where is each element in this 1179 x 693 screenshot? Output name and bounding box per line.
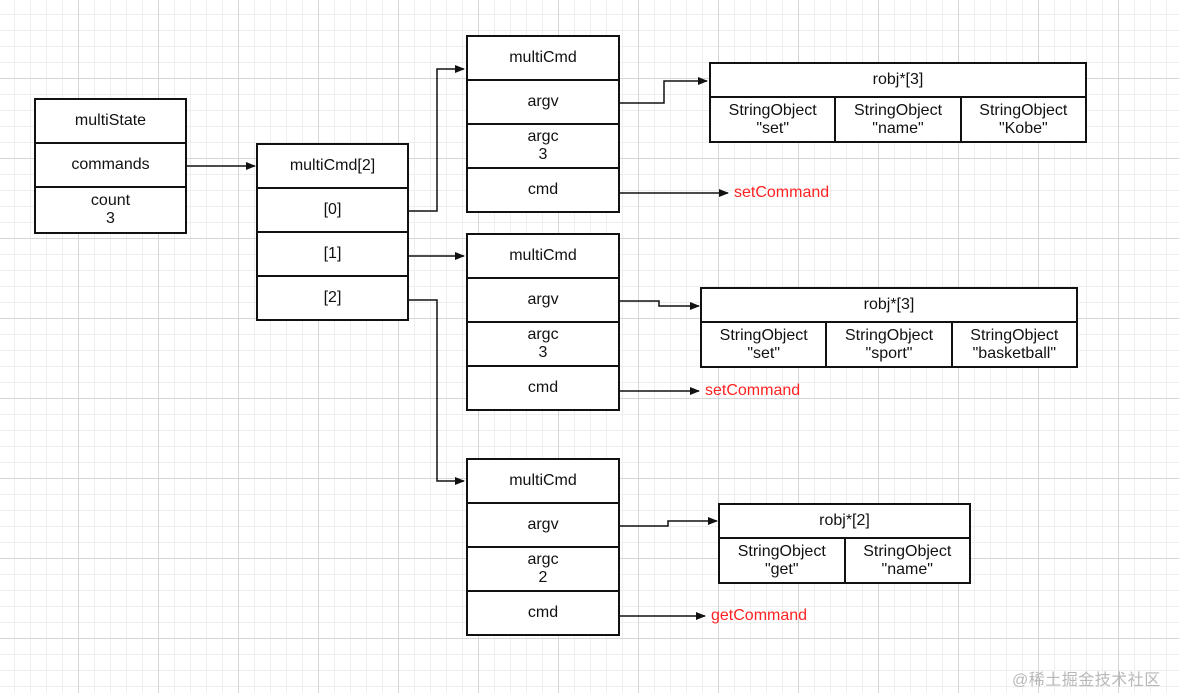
string-object-cell: StringObject"name": [834, 96, 962, 143]
multistate-commands-field: commands: [34, 142, 187, 188]
string-object-cell: StringObject"name": [843, 537, 971, 584]
multicmd-title: multiCmd: [466, 35, 620, 81]
multicmd-argv-field: argv: [466, 502, 620, 548]
argv1-to-robj1-arrow: [620, 300, 700, 310]
multicmd-title: multiCmd: [466, 233, 620, 279]
multicmd-cmd-field: cmd: [466, 167, 620, 213]
string-object-cell: StringObject"Kobe": [959, 96, 1087, 143]
multicmd-cmd-field: cmd: [466, 365, 620, 411]
robj-array-title: robj*[2]: [718, 503, 971, 539]
string-object-cell: StringObject"get": [718, 537, 846, 584]
multicmd-array: multiCmd[2] [0] [1] [2]: [256, 143, 409, 321]
command-label-1: setCommand: [705, 382, 801, 399]
string-object-cell: StringObject"set": [700, 321, 828, 368]
robj-array-2: robj*[2] StringObject"get" StringObject"…: [718, 503, 971, 584]
multicmd-cmd-field: cmd: [466, 590, 620, 636]
argv2-to-robj2-arrow: [620, 517, 718, 527]
command-label-2: getCommand: [711, 607, 808, 624]
multicmd-title: multiCmd: [466, 458, 620, 504]
multicmd-array-slot-0: [0]: [256, 187, 409, 233]
watermark: @稀土掘金技术社区: [1012, 672, 1161, 689]
multicmd-array-title: multiCmd[2]: [256, 143, 409, 189]
robj-array-title: robj*[3]: [700, 287, 1078, 323]
robj-array-1: robj*[3] StringObject"set" StringObject"…: [700, 287, 1078, 368]
multicmd-argv-field: argv: [466, 277, 620, 323]
slot2-to-cmd2-arrow: [409, 299, 465, 485]
multicmd-array-slot-1: [1]: [256, 231, 409, 277]
string-object-cell: StringObject"sport": [825, 321, 953, 368]
string-object-cell: StringObject"set": [709, 96, 837, 143]
robj-array-0: robj*[3] StringObject"set" StringObject"…: [709, 62, 1087, 143]
multicmd-argv-field: argv: [466, 79, 620, 125]
multicmd-array-slot-2: [2]: [256, 275, 409, 321]
multistate-title: multiState: [34, 98, 187, 144]
command-label-0: setCommand: [734, 184, 830, 201]
slot0-to-cmd0-arrow: [409, 65, 465, 212]
robj-array-title: robj*[3]: [709, 62, 1087, 98]
string-object-cell: StringObject"basketball": [950, 321, 1078, 368]
argv0-to-robj0-arrow: [620, 77, 708, 104]
